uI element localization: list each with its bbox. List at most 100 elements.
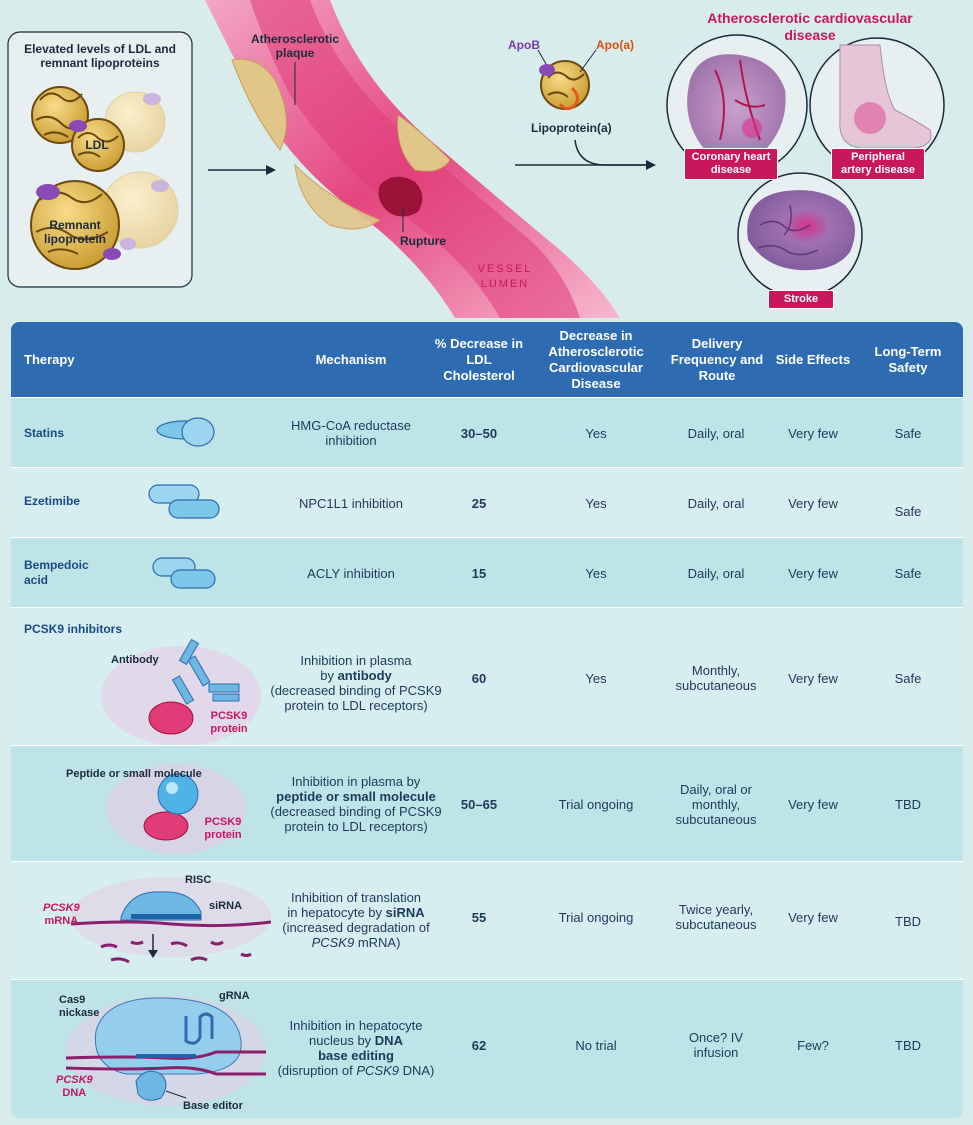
plaque-label: Atherosclerotic plaque [250, 32, 340, 60]
delivery-cell: Daily, oral [687, 495, 745, 511]
apoa-label: Apo(a) [596, 38, 634, 52]
ldl-cell: 60 [471, 670, 487, 686]
ascvd-cell: Yes [585, 425, 607, 441]
mechanism-text: Inhibition in plasma by [291, 774, 421, 789]
peptide-label: Peptide or small molecule [66, 768, 202, 780]
ascvd-title: Atherosclerotic cardiovascular disease [707, 10, 913, 43]
mechanism-text: (decreased binding of PCSK9 protein to L… [270, 804, 442, 834]
plaque-right [397, 114, 451, 172]
ldl-particle-2 [71, 118, 125, 172]
mechanism-bold: base editing [318, 1048, 394, 1063]
ascvd-cell: Trial ongoing [558, 796, 634, 812]
side-effects-cell: Very few [788, 670, 838, 686]
ldl-box-title: Elevated levels of LDL and remnant lipop… [24, 42, 176, 70]
pcsk9-title: PCSK9 inhibitors [24, 622, 123, 636]
ldl-cell: 30–50 [460, 425, 498, 441]
ldl-cell: 50–65 [460, 796, 498, 812]
peptide-figure [106, 764, 246, 854]
side-effects-cell: Very few [788, 909, 838, 925]
risc-label: RISC [185, 874, 212, 886]
vessel-lumen-label: VESSEL LUMEN [477, 263, 533, 290]
pcsk9-protein-label: PCSK9 protein [204, 816, 242, 841]
remnant-particle [30, 180, 120, 270]
ldl-label: LDL [85, 138, 109, 152]
tablet-icon [152, 557, 216, 589]
header-therapy: Therapy [24, 351, 75, 367]
mechanism-text: in hepatocyte by siRNA [287, 905, 425, 920]
delivery-cell: Daily, oral or monthly, subcutaneous [675, 781, 757, 827]
mechanism-cell: NPC1L1 inhibition [298, 495, 404, 511]
rupture-clot [378, 176, 423, 217]
side-effects-cell: Very few [788, 565, 838, 581]
header-ldl: % Decrease in LDL Cholesterol [434, 335, 524, 383]
table-row: Ezetimibe NPC1L1 inhibition 25 Yes Daily… [11, 467, 963, 538]
tablet-icon [148, 484, 220, 519]
header-safety: Long-Term Safety [874, 343, 942, 375]
safety-cell: TBD [895, 1037, 921, 1053]
table-row: Statins HMG-CoA reductase inhibition 30–… [11, 397, 963, 468]
table-row: Peptide or small molecule PCSK9 protein … [11, 745, 963, 862]
apob-label: ApoB [508, 38, 540, 52]
mechanism-cell: ACLY inhibition [307, 565, 395, 581]
therapy-name: Ezetimibe [24, 494, 81, 508]
rupture-label: Rupture [400, 234, 446, 248]
mechanism-cell: Inhibition in plasma by antibody (decrea… [266, 638, 446, 728]
safety-cell: Safe [894, 503, 922, 519]
base-editor-figure [66, 996, 266, 1106]
table-row: Bempedoic acid ACLY inhibition 15 Yes Da… [11, 537, 963, 608]
safety-cell: Safe [894, 425, 922, 441]
mechanism-text: (increased degradation of PCSK9 mRNA) [282, 920, 430, 950]
header-mechanism: Mechanism [315, 351, 387, 367]
ascvd-cell: Yes [585, 670, 607, 686]
ascvd-cell: Yes [585, 495, 607, 511]
header-delivery: Delivery Frequency and Route [670, 335, 764, 383]
antibody-label: Antibody [111, 654, 159, 666]
therapy-name: Bempedoic acid [24, 558, 89, 587]
cas9-label: Cas9 nickase [59, 994, 100, 1019]
header-side-effects: Side Effects [775, 351, 851, 367]
mechanism-text: Inhibition of translation [290, 890, 422, 905]
plaque-left [231, 58, 287, 151]
safety-cell: TBD [895, 913, 921, 929]
pcsk9-protein-label: PCSK9 protein [210, 710, 248, 735]
ldl-cell: 25 [471, 495, 487, 511]
ascvd-cell: Trial ongoing [558, 909, 634, 925]
ldl-cell: 62 [471, 1037, 487, 1053]
mechanism-cell: HMG-CoA reductase inhibition [291, 418, 411, 448]
safety-cell: Safe [894, 565, 922, 581]
mechanism-bold: peptide or small molecule [276, 789, 436, 804]
ldl-cell: 55 [471, 909, 487, 925]
table-row: PCSK9 inhibitors Antibody PCSK9 protein … [11, 607, 963, 746]
mechanism-text: Inhibition in hepatocyte [289, 1018, 423, 1033]
therapy-table: Therapy Mechanism % Decrease in LDL Chol… [11, 322, 963, 1118]
lipoprotein-a-label: Lipoprotein(a) [531, 121, 612, 135]
mechanism-text: by antibody [320, 668, 392, 683]
disease-illustration: Elevated levels of LDL and remnant lipop… [0, 0, 973, 318]
delivery-cell: Daily, oral [687, 565, 745, 581]
mechanism-cell: Inhibition in hepatocyte nucleus by DNA … [266, 998, 446, 1098]
illustration-graphics [7, 0, 945, 318]
table-header: Therapy Mechanism % Decrease in LDL Chol… [11, 322, 963, 397]
delivery-cell: Twice yearly, subcutaneous [675, 902, 757, 932]
mechanism-cell: Inhibition of translation in hepatocyte … [266, 872, 446, 968]
base-editor-label: Base editor [183, 1100, 243, 1112]
mechanism-text: (decreased binding of PCSK9 protein to L… [270, 683, 442, 713]
side-effects-cell: Very few [788, 796, 838, 812]
ldl-cell: 15 [471, 565, 487, 581]
delivery-cell: Monthly, subcutaneous [675, 663, 757, 693]
grna-label: gRNA [219, 990, 250, 1002]
heart-icon [687, 54, 786, 164]
safety-cell: Safe [894, 670, 922, 686]
side-effects-cell: Very few [788, 425, 838, 441]
peripheral-tag: Peripheral artery disease [831, 148, 925, 180]
remnant-label: Remnant lipoprotein [44, 218, 106, 246]
foot-icon [839, 44, 932, 149]
safety-cell: TBD [895, 796, 921, 812]
mechanism-cell: Inhibition in plasma by peptide or small… [266, 756, 446, 852]
delivery-cell: Daily, oral [687, 425, 745, 441]
antibody-figure [101, 638, 261, 746]
sirna-label: siRNA [209, 900, 243, 912]
